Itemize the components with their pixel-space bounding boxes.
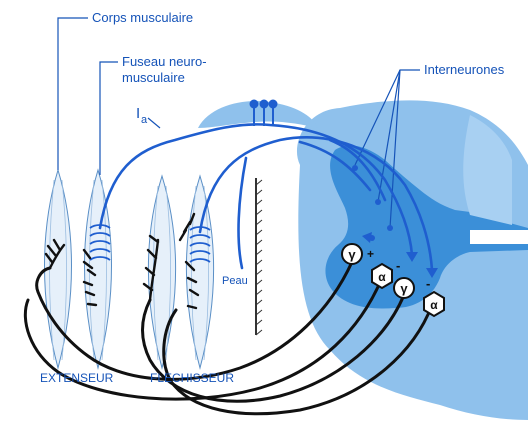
plus-sign: + [367, 247, 374, 261]
interneuron-2 [375, 199, 381, 205]
interneuron-1 [352, 165, 358, 171]
label-fuseau-line1: Fuseau neuro- [122, 54, 207, 69]
minus-sign-2: - [426, 276, 430, 291]
label-interneurones: Interneurones [424, 62, 505, 77]
gamma-symbol: γ [348, 247, 356, 262]
label-corps-musculaire: Corps musculaire [92, 10, 193, 25]
alpha-motoneuron-flexor: α [424, 292, 444, 316]
leader-ia [148, 118, 160, 128]
label-extenseur: EXTENSEUR [40, 371, 114, 385]
interneuron-3 [387, 225, 393, 231]
gamma-symbol-2: γ [400, 281, 408, 296]
label-peau: Peau [222, 275, 248, 287]
skin-afferent [239, 158, 246, 268]
label-ia: I [136, 105, 140, 122]
minus-sign: - [396, 258, 400, 273]
alpha-symbol-2: α [430, 298, 438, 312]
label-flechisseur: FLECHISSEUR [150, 371, 234, 385]
gamma-motoneuron-flexor: γ [394, 278, 414, 298]
leader-corps [58, 18, 88, 170]
alpha-motoneuron-extensor: α [372, 264, 392, 288]
label-fuseau-line2: musculaire [122, 70, 185, 85]
label-ia-subscript: a [141, 114, 148, 126]
muscle-fibres [50, 180, 209, 360]
central-canal [470, 230, 528, 244]
muscle-flexor-2 [187, 176, 214, 368]
dorsal-root-somas [251, 101, 277, 127]
skin [256, 178, 262, 335]
leader-fuseau [100, 62, 118, 175]
alpha-symbol: α [378, 270, 386, 284]
gamma-motoneuron-extensor: γ [342, 244, 362, 264]
muscles [45, 170, 214, 368]
spinal-cord-upper-region [463, 115, 512, 225]
